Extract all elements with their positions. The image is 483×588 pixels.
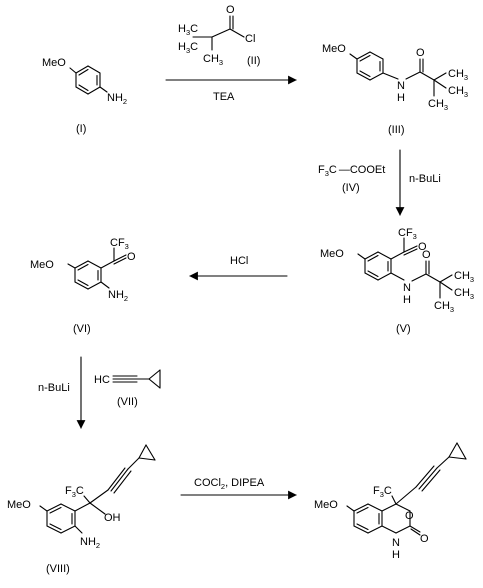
amine-label: NH2 <box>108 289 128 303</box>
benzene-ring <box>353 503 383 534</box>
hydrogen-label: H <box>392 549 400 561</box>
methoxy-label: MeO <box>322 43 346 55</box>
compound-I: MeO NH2 (I) <box>42 57 127 135</box>
compound-VIII: MeO F3C OH NH2 (VIII) <box>7 444 156 575</box>
compound-label-VI: (VI) <box>73 323 91 335</box>
compound-III: MeO N H O CH3 CH3 CH3 (III) <box>322 43 468 136</box>
compound-label-II: (II) <box>247 55 260 67</box>
hydrogen-label: H <box>403 294 411 306</box>
benzene-ring <box>356 51 384 81</box>
reagent-cocl2-dipea: COCl2, DIPEA <box>194 477 265 491</box>
oxygen-label: O <box>127 251 136 263</box>
reagent-tea: TEA <box>213 91 235 103</box>
oxazinone-ring <box>381 503 411 534</box>
hydroxyl-label: OH <box>104 512 121 524</box>
methoxy-label: MeO <box>42 57 66 69</box>
methoxy-label: MeO <box>30 259 54 271</box>
trifluoromethyl-label: F3C <box>373 485 392 499</box>
compound-label-III: (III) <box>388 124 405 136</box>
methoxy-label: MeO <box>7 499 31 511</box>
ketone-oxygen-label: O <box>418 241 427 253</box>
methyl-label-3: CH3 <box>428 98 448 112</box>
carbonyl-oxygen-label: O <box>420 533 429 545</box>
benzene-ring <box>364 251 392 281</box>
amine-label: NH2 <box>80 536 100 550</box>
reagent-hcl: HCl <box>230 255 248 267</box>
methoxy-label: MeO <box>314 499 338 511</box>
compound-label-I: (I) <box>76 123 86 135</box>
methoxy-label: MeO <box>320 248 344 260</box>
compound-label-IV: (IV) <box>342 182 360 194</box>
compound-label-VII: (VII) <box>117 396 138 408</box>
nitrogen-label: N <box>403 282 411 294</box>
amine-label: NH2 <box>107 92 127 106</box>
compound-V: MeO CF3 O N H O CH3 CH3 CH3 (V) <box>320 227 474 335</box>
methyl-label-3: CH3 <box>203 53 223 67</box>
ring-nitrogen-label: N <box>392 537 400 549</box>
chlorine-label: Cl <box>245 33 255 45</box>
compound-label-V: (V) <box>396 323 411 335</box>
benzene-ring <box>46 503 76 534</box>
benzene-ring <box>75 65 101 95</box>
compound-VI: MeO CF3 O NH2 (VI) <box>30 237 136 335</box>
alkyne-label: HC <box>94 374 110 386</box>
reagent-nbuli-2: n-BuLi <box>38 382 70 394</box>
hydrogen-label: H <box>397 92 405 104</box>
methyl-label-1: H3C <box>178 23 198 37</box>
compound-VII: HC (VII) <box>94 369 161 408</box>
oxygen-label: O <box>226 4 235 16</box>
amide-oxygen-label: O <box>422 249 431 261</box>
compound-IV: F3C—COOEt (IV) <box>318 164 385 194</box>
methyl-label-3: CH3 <box>434 300 454 314</box>
oxygen-label: O <box>416 47 425 59</box>
reagent-nbuli-1: n-BuLi <box>409 173 441 185</box>
benzene-ring <box>74 260 102 290</box>
methyl-label-2: CH3 <box>454 287 474 301</box>
trifluoromethyl-label: CF3 <box>110 237 129 251</box>
compound-label-VIII: (VIII) <box>46 563 70 575</box>
ring-oxygen-label: O <box>405 510 414 522</box>
trifluoromethyl-label: CF3 <box>398 227 417 241</box>
nitrogen-label: N <box>397 80 405 92</box>
methyl-label-2: H3C <box>178 41 198 55</box>
ethyl-trifluoroacetate-label: F3C—COOEt <box>318 164 385 178</box>
methyl-label-1: CH3 <box>448 68 468 82</box>
compound-product: MeO F3C O N H O <box>314 442 467 561</box>
methyl-label-1: CH3 <box>454 270 474 284</box>
compound-II: H3C H3C CH3 O Cl (II) <box>178 4 260 67</box>
trifluoromethyl-label: F3C <box>65 485 84 499</box>
methyl-label-2: CH3 <box>448 85 468 99</box>
